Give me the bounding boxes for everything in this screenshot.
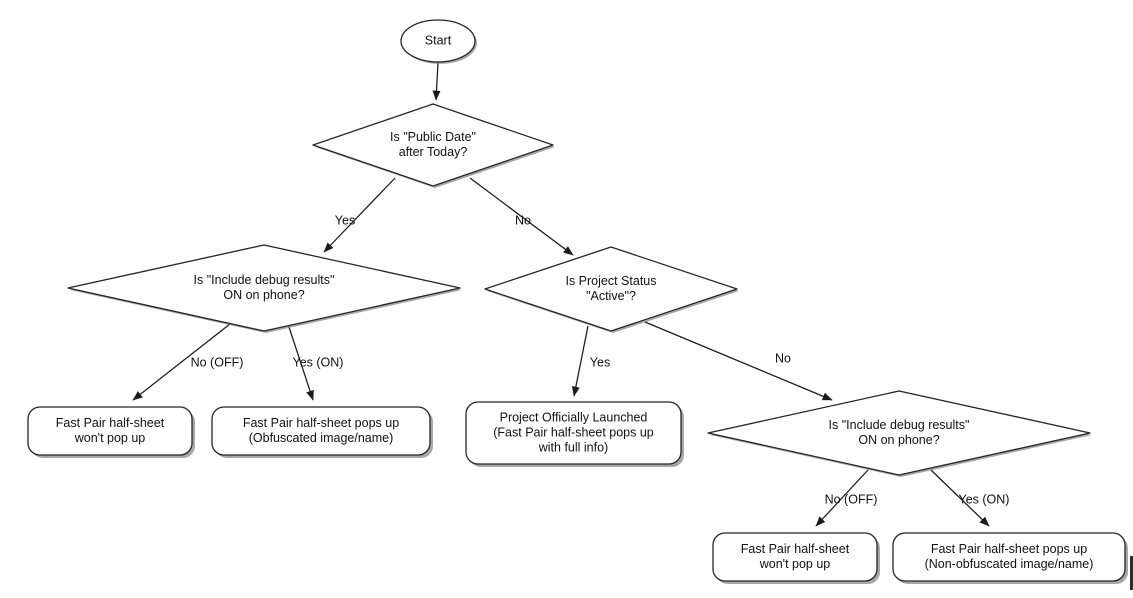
node-d_debug_left-line-0: Is "Include debug results": [194, 273, 335, 287]
node-d_project_status-line-0: Is Project Status: [565, 274, 656, 288]
node-d_debug_left-shape: [67, 244, 461, 332]
edge-e_right_on: [930, 469, 990, 527]
node-box_left_on-shape: [211, 406, 431, 456]
node-d_public_date-shape: [312, 103, 554, 187]
node-box_left_on-line-0: Fast Pair half-sheet pops up: [243, 416, 399, 430]
node-box_left_off-shape: [27, 406, 193, 456]
edge-e_start_to_public: [432, 61, 441, 101]
edge-e_public_no: [469, 177, 574, 256]
node-d_project_status-line-1: "Active"?: [586, 289, 636, 303]
node-box_left_on-line-1: (Obfuscated image/name): [249, 431, 394, 445]
edge-label-e_right_on: Yes (ON): [959, 492, 1010, 506]
node-box_launched-line-1: (Fast Pair half-sheet pops up: [493, 425, 654, 439]
node-box_left_off-line-1: won't pop up: [74, 431, 146, 445]
edge-label-e_status_yes: Yes: [590, 355, 610, 369]
edge-e_right_off: [815, 469, 869, 527]
nodes-layer: Start Is "Public Date"after Today? Is "Inc…: [27, 19, 1126, 582]
node-d_project_status-shape: [484, 246, 738, 332]
node-d_debug_right-line-1: ON on phone?: [858, 433, 939, 447]
edge-e_public_yes: [323, 177, 396, 253]
node-box_right_off-line-1: won't pop up: [759, 557, 831, 571]
node-d_debug_left-line-1: ON on phone?: [223, 288, 304, 302]
node-box_right_on-line-1: (Non-obfuscated image/name): [925, 557, 1094, 571]
node-box_left_off-line-0: Fast Pair half-sheet: [56, 416, 165, 430]
edge-e_status_no: [644, 321, 833, 401]
node-d_public_date-line-0: Is "Public Date": [390, 130, 476, 144]
node-start-shape: [400, 19, 476, 63]
node-d_public_date-line-1: after Today?: [399, 145, 468, 159]
node-box_right_on-shape: [892, 532, 1126, 582]
edge-e_left_on: [287, 323, 314, 401]
edge-label-e_status_no: No: [775, 351, 791, 365]
node-box_right_on-line-0: Fast Pair half-sheet pops up: [931, 542, 1087, 556]
node-box_right_off-line-0: Fast Pair half-sheet: [741, 542, 850, 556]
edge-e_status_yes: [571, 325, 589, 397]
edge-label-e_public_no: No: [515, 213, 531, 227]
node-box_launched-shape: [465, 401, 682, 465]
node-d_debug_right-line-0: Is "Include debug results": [829, 418, 970, 432]
node-box_launched-line-0: Project Officially Launched: [500, 410, 648, 424]
edges-layer: [132, 61, 990, 527]
node-box_right_off-shape: [712, 532, 878, 582]
node-start-line-0: Start: [425, 33, 452, 47]
edge-label-e_left_on: Yes (ON): [293, 355, 344, 369]
node-box_launched-line-2: with full info): [538, 440, 608, 454]
edge-label-e_public_yes: Yes: [335, 213, 355, 227]
page-edge-mark: [1130, 556, 1133, 590]
edge-e_left_off: [132, 323, 231, 401]
node-d_debug_right-shape: [707, 390, 1091, 476]
edge-label-e_left_off: No (OFF): [191, 355, 244, 369]
edge-label-e_right_off: No (OFF): [825, 492, 878, 506]
